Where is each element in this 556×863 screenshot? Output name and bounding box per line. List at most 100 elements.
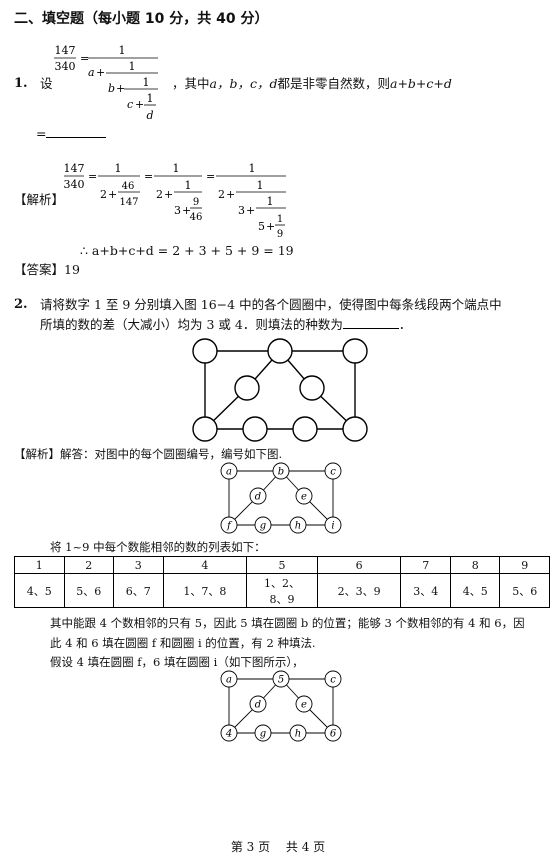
q1-cf-plus-2: + [116,82,125,95]
filled-node-label-5: 4 [225,729,232,740]
svg-text:1: 1 [257,179,264,192]
table-header-cell-2: 2 [63,556,114,574]
q1-continued-fraction: 147 340 = 1 a + 1 b + 1 c + 1 d [54,44,158,122]
labeled-node-label-7: h [295,521,301,532]
svg-text:3: 3 [174,204,181,217]
q1-expr: a+b+c+d [390,76,452,91]
svg-text:+: + [246,204,255,217]
table-cell-2: 5、6 [63,573,114,608]
labeled-node-label-4: e [301,492,307,503]
sol2-p3: 假设 4 填在圆圈 f，6 填在圆圈 i（如下图所示）， [50,655,304,669]
labeled-node-6 [254,516,272,534]
q1-answer-blank [46,125,107,138]
sol1-answer-label: 【答案】 [14,262,65,277]
q1-equals: = [36,126,47,141]
filled-node-label-6: g [260,729,266,740]
svg-text:46: 46 [122,181,135,192]
svg-text:1: 1 [173,162,180,175]
svg-text:2: 2 [218,188,225,201]
sol1-therefore: ∴ a+b+c+d = 2 + 3 + 5 + 9 = 19 [80,243,294,258]
table-header-cell-5: 5 [246,556,318,574]
svg-text:+: + [108,188,117,201]
svg-text:=: = [144,170,153,183]
filled-node-label-8: 6 [330,729,337,740]
table-header-cell-6: 6 [316,556,402,574]
labeled-node-1 [272,462,290,480]
filled-node-label-1: 5 [278,675,284,686]
labeled-node-label-1: b [278,467,284,478]
svg-text:147: 147 [119,197,138,208]
table-header-cell-8: 8 [449,556,501,574]
q1-prefix: 设 [40,76,53,91]
q1-cf-one-1: 1 [119,44,126,57]
labeled-node-label-2: c [330,467,336,478]
table-cell-8: 4、5 [449,573,501,608]
filled-node-3 [249,695,267,713]
q1-cf-plus-3: + [135,98,144,111]
labeled-node-label-5: f [226,521,233,532]
section-title: 二、填空题（每小题 10 分，共 40 分） [14,11,269,27]
table-cell-6: 2、3、9 [316,573,402,608]
svg-text:1: 1 [267,195,274,208]
labeled-node-label-8: i [331,521,334,532]
table-header-cell-9: 9 [499,556,550,574]
filled-node-2 [324,670,342,688]
sol2-intro: 【解析】解答：对图中的每个圆圈编号，编号如下图. [14,447,283,461]
q2-number: 2. [14,297,28,312]
svg-text:1: 1 [185,179,192,192]
svg-text:=: = [206,170,215,183]
q1-lhs-den: 340 [55,60,76,73]
q1-cf-c: c [127,98,133,111]
labeled-node-4 [295,487,313,505]
q1-cf-plus-1: + [96,66,105,79]
sol2-table-intro: 将 1~9 中每个数能相邻的数的列表如下： [50,540,266,554]
svg-text:1: 1 [249,162,256,175]
q1-text-mid: ，其中 [172,76,210,91]
q1-eq-sign: = [80,52,89,65]
q2-line1: 请将数字 1 至 9 分别填入图 16−4 中的各个圆圈中，使得图中每条线段两个… [40,297,502,312]
svg-text:46: 46 [190,212,203,223]
svg-text:+: + [182,204,191,217]
svg-text:+: + [226,188,235,201]
labeled-node-3 [249,487,267,505]
q2-line2: 所填的数的差（大减小）均为 3 或 4．则填法的种数为． [40,317,412,332]
svg-text:3: 3 [238,204,245,217]
filled-node-7 [289,724,307,742]
labeled-node-5 [220,516,238,534]
sol2-p1: 其中能跟 4 个数相邻的只有 5，因此 5 填在圆圈 b 的位置；能够 3 个数… [50,616,525,630]
svg-text:340: 340 [64,178,85,191]
q1-cf-one-2: 1 [129,60,136,73]
filled-node-0 [220,670,238,688]
filled-node-label-2: c [330,675,336,686]
filled-node-6 [254,724,272,742]
table-cell-5: 1、2、 8、9 [246,573,318,608]
filled-node-1 [272,670,290,688]
filled-node-label-3: d [255,700,261,711]
svg-text:=: = [88,170,97,183]
filled-node-8 [324,724,342,742]
sol2-label: 【解析】 [14,447,60,461]
svg-text:5: 5 [258,220,265,233]
filled-node-4 [295,695,313,713]
table-cell-3: 6、7 [113,573,164,608]
table-cell-4: 1、7、8 [162,573,248,608]
sol1-derivation: 147 340 = 1 2 + 46 147 = 1 2 + 1 3 + 9 4… [64,162,286,240]
sol1-answer: 【答案】19 [14,260,80,280]
svg-text:1: 1 [115,162,122,175]
sol1-label: 【解析】 [14,192,65,207]
filled-node-5 [220,724,238,742]
table-cell-7: 3、4 [400,573,451,608]
table-cell-1: 4、5 [14,573,65,608]
q1-statement: ，其中a，b，c，d都是非零自然数，则a+b+c+d [172,74,452,94]
q1-cf-a: a [88,66,95,79]
table-cell-9: 5、6 [499,573,550,608]
q1-answer-line: = [36,124,107,144]
table-header-cell-1: 1 [14,556,65,574]
labeled-node-8 [324,516,342,534]
filled-node-label-0: a [226,675,232,686]
q1-cf-b: b [108,82,115,95]
labeled-node-0 [220,462,238,480]
